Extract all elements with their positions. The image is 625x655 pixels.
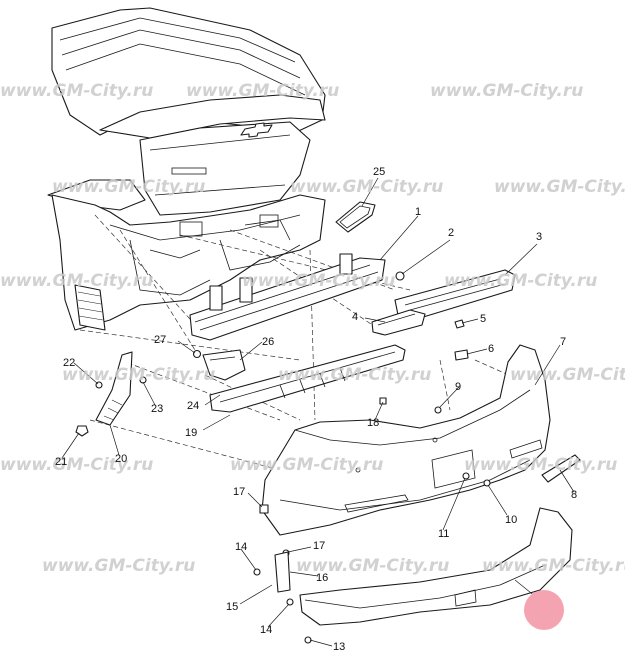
part-7-bumper-fascia [261, 344, 551, 536]
callouts: 25 1 2 3 4 5 6 7 8 9 10 11 13 14 14 15 1… [55, 166, 577, 653]
callout-label: 17 [233, 486, 245, 498]
callout-label: 9 [455, 381, 461, 393]
callout-label: 26 [262, 336, 274, 348]
part-17-screw-upper [259, 504, 269, 514]
part-14-screw-upper [253, 568, 261, 576]
callout-label: 10 [505, 514, 517, 526]
callout-label: 15 [226, 601, 238, 613]
callout-label: 4 [352, 311, 358, 323]
callout-label: 22 [63, 357, 75, 369]
part-27-reflector [335, 201, 376, 233]
callout-label: 1 [415, 206, 421, 218]
watermark-text: www.GM-City.ru [52, 177, 205, 197]
callout-label: 25 [373, 166, 385, 178]
watermark-text: www.GM-City.ru [42, 556, 195, 576]
part-12-lower-valance [299, 507, 573, 626]
part-16-bracket [274, 551, 291, 593]
callout-label: 17 [313, 540, 325, 552]
vehicle-rear-body [47, 7, 326, 331]
callout-label: 7 [560, 336, 566, 348]
watermark-text: www.GM-City.ru [62, 365, 215, 385]
callout-label: 23 [151, 403, 163, 415]
watermark-text: www.GM-City.ru [0, 271, 153, 291]
callout-label: 24 [187, 400, 199, 412]
part-25-bracket [202, 349, 246, 381]
watermark-text: www.GM-City.ru [290, 177, 443, 197]
callout-label: 13 [333, 641, 345, 653]
part-9-clip [434, 406, 442, 414]
part-11-screw [462, 472, 470, 480]
part-20-side-bracket [95, 351, 133, 426]
callout-label: 11 [438, 528, 449, 540]
part-23-clip [139, 376, 147, 384]
watermark-text: www.GM-City.ru [482, 556, 625, 576]
part-8-trim [541, 454, 581, 483]
part-19-lower-beam [209, 344, 406, 413]
watermark-text: www.GM-City.ru [186, 81, 339, 101]
chevrolet-logo [240, 122, 273, 138]
callout-label: 21 [55, 456, 67, 468]
callout-label: 27 [154, 334, 166, 346]
watermark-text: www.GM-City.ru [0, 81, 153, 101]
hatched-panel [74, 284, 106, 331]
watermark-text: www.GM-City.ru [444, 271, 597, 291]
watermark-text: www.GM-City.ru [230, 455, 383, 475]
callout-label: 16 [316, 572, 328, 584]
part-14-screw-lower [286, 598, 294, 606]
callout-label: 5 [480, 313, 486, 325]
callout-label: 8 [571, 489, 577, 501]
watermarks: www.GM-City.ru www.GM-City.ru www.GM-Cit… [0, 81, 625, 576]
watermark-text: www.GM-City.ru [510, 365, 625, 385]
callout-label: 19 [185, 427, 197, 439]
callout-label: 20 [115, 453, 127, 465]
part-1-impact-bar [189, 253, 386, 341]
watermark-text: www.GM-City.ru [430, 81, 583, 101]
callout-label: 3 [536, 231, 542, 243]
part-6-clip [454, 349, 469, 361]
part-4-bracket [371, 309, 426, 336]
callout-label: 2 [448, 227, 454, 239]
part-18-clip [379, 397, 387, 405]
watermark-text: www.GM-City.ru [464, 455, 617, 475]
callout-label: 6 [488, 343, 494, 355]
leader-lines [61, 177, 575, 647]
watermark-text: www.GM-City.ru [278, 365, 431, 385]
callout-label: 14 [235, 541, 247, 553]
watermark-text: www.GM-City.ru [0, 455, 153, 475]
watermark-text: www.GM-City.ru [494, 177, 625, 197]
watermark-text: www.GM-City.ru [296, 556, 449, 576]
part-5-clip [454, 319, 465, 329]
part-10-screw [483, 479, 491, 487]
highlight-marker [524, 590, 564, 630]
part-26-nut [192, 349, 202, 359]
callout-label: 18 [367, 417, 379, 429]
watermark-text: www.GM-City.ru [242, 271, 395, 291]
callout-label: 14 [260, 624, 272, 636]
